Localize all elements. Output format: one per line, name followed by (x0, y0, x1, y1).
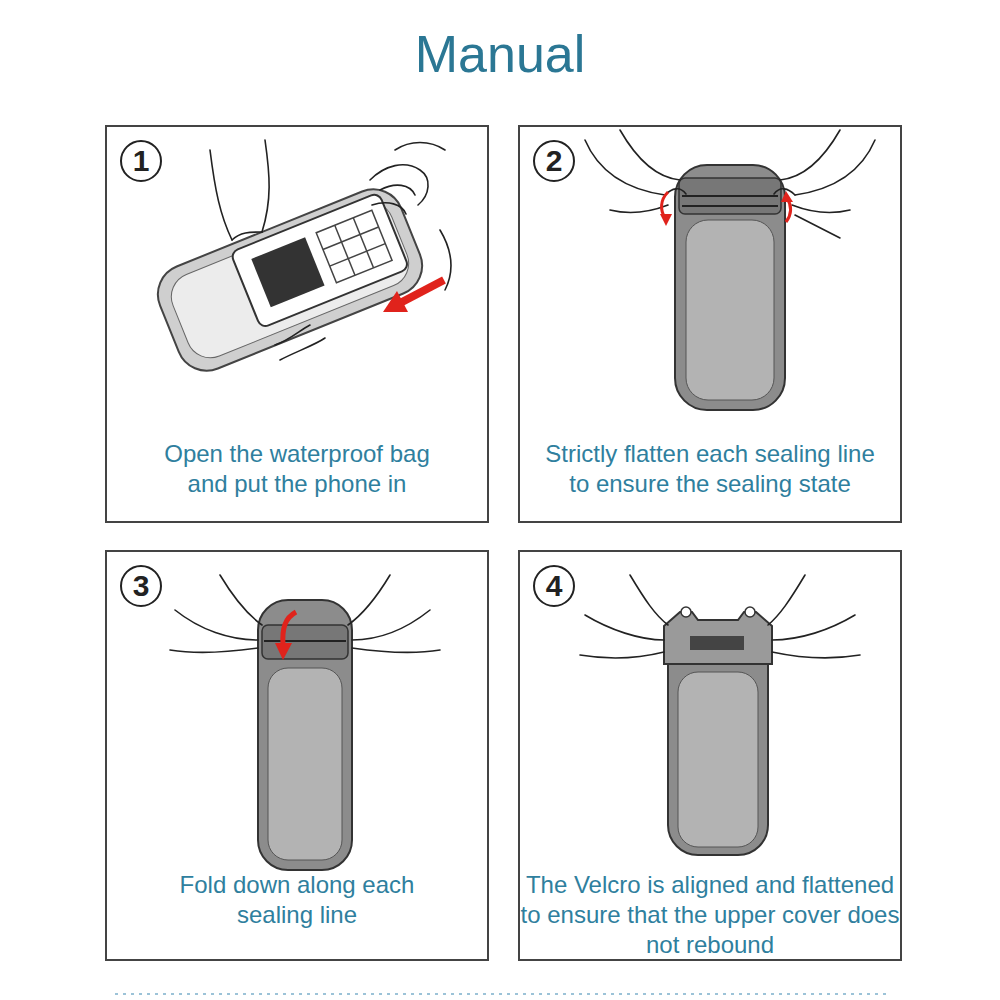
step-panel: 1Open the waterproof bag and put the pho… (105, 125, 489, 523)
page-title: Manual (0, 22, 1000, 86)
step-number: 2 (533, 140, 575, 182)
step-caption: Open the waterproof bag and put the phon… (147, 439, 447, 499)
bag-flatten-illustration (585, 130, 875, 410)
step-number: 4 (533, 565, 575, 607)
dotted-rule (115, 993, 890, 995)
step-panel: 3Fold down along each sealing line (105, 550, 489, 961)
bag-fold-illustration (170, 575, 440, 870)
step-caption: Fold down along each sealing line (166, 870, 428, 930)
step-panel: 4The Velcro is aligned and flattened to … (518, 550, 902, 961)
step-number: 3 (120, 565, 162, 607)
step-number: 1 (120, 140, 162, 182)
bag-insert-illustration (149, 140, 451, 380)
step-caption: The Velcro is aligned and flattened to e… (518, 870, 902, 960)
step-panel: 2Strictly flatten each sealing line to e… (518, 125, 902, 523)
step-caption: Strictly flatten each sealing line to en… (538, 439, 883, 499)
bag-velcro-illustration (580, 575, 860, 855)
